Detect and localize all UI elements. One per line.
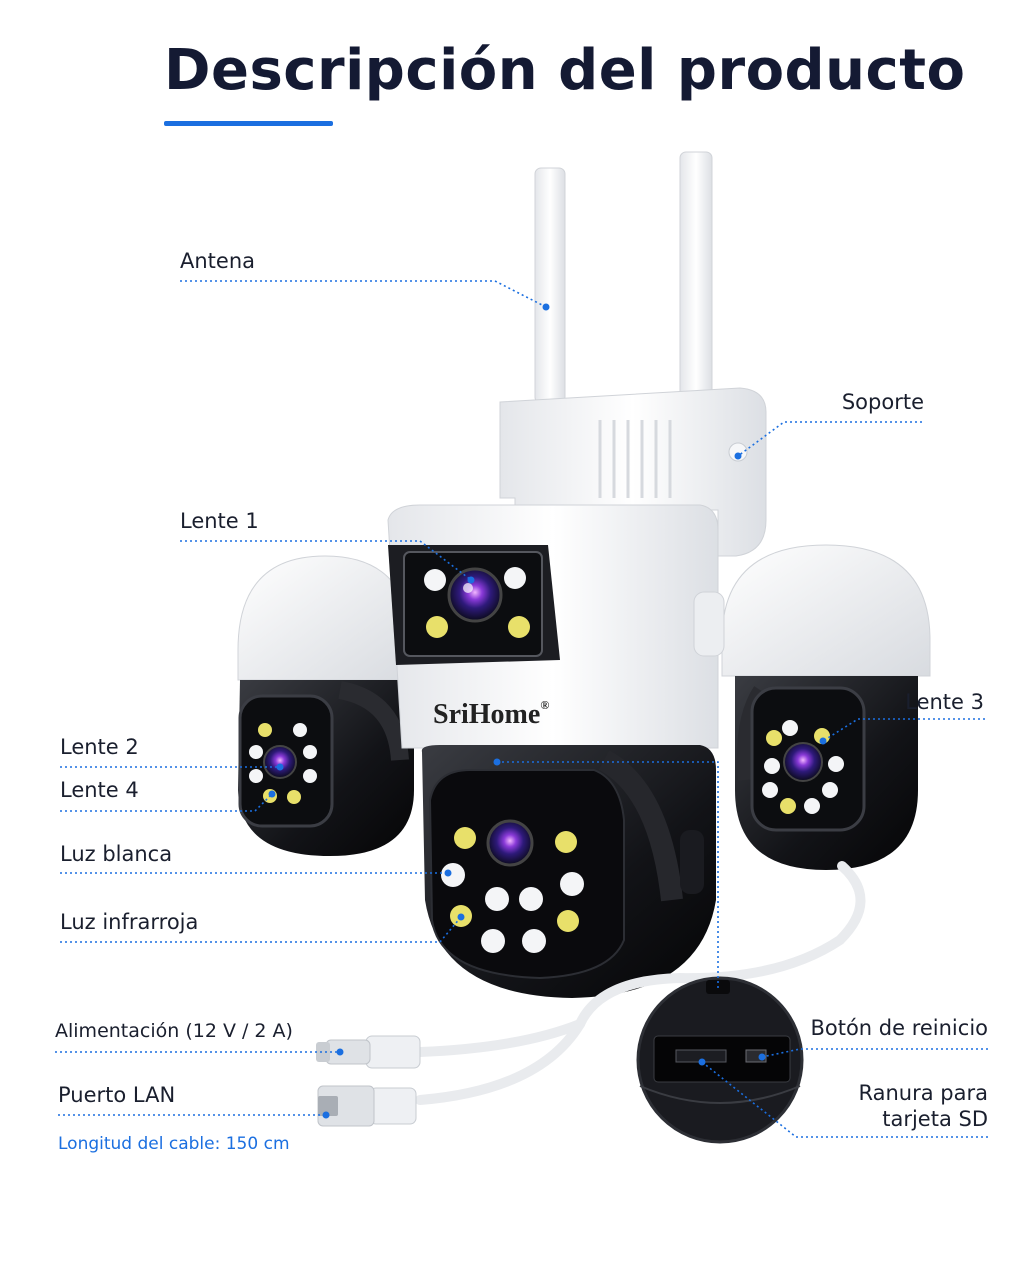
cables bbox=[415, 861, 866, 1105]
label-sd-line2: tarjeta SD bbox=[882, 1107, 988, 1131]
lens-1-leds bbox=[424, 567, 530, 638]
label-lens-1: Lente 1 bbox=[180, 509, 259, 533]
leader-lan bbox=[58, 1111, 330, 1119]
label-lan: Puerto LAN bbox=[58, 1083, 176, 1107]
label-power: Alimentación (12 V / 2 A) bbox=[55, 1020, 293, 1042]
power-connector bbox=[316, 1035, 421, 1069]
page-title: Descripción del producto bbox=[164, 38, 966, 103]
leader-lens-3 bbox=[819, 718, 985, 745]
lens-2 bbox=[263, 745, 297, 779]
label-antenna: Antena bbox=[180, 249, 256, 273]
leader-sd bbox=[698, 1058, 988, 1138]
leader-reset bbox=[758, 1048, 988, 1061]
label-bracket: Soporte bbox=[841, 390, 924, 414]
right-camera bbox=[721, 544, 931, 870]
leader-antenna bbox=[180, 280, 550, 311]
label-lens-4: Lente 4 bbox=[60, 778, 139, 802]
leader-inset bbox=[493, 758, 719, 988]
leader-bracket bbox=[734, 421, 922, 460]
label-reset: Botón de reinicio bbox=[810, 1016, 988, 1040]
label-white-light: Luz blanca bbox=[60, 842, 173, 866]
title-underline bbox=[164, 121, 333, 126]
cable-length-note: Longitud del cable: 150 cm bbox=[58, 1134, 290, 1154]
inset-closeup bbox=[636, 976, 804, 1144]
lan-connector bbox=[317, 1085, 417, 1127]
lens-3-leds bbox=[762, 720, 844, 814]
main-infrared-leds bbox=[450, 827, 579, 932]
main-camera-head bbox=[421, 745, 716, 998]
leader-lens-2 bbox=[60, 763, 284, 771]
lens-3 bbox=[783, 742, 823, 782]
leader-infrared-light bbox=[60, 913, 465, 943]
lens-2-leds bbox=[249, 723, 317, 804]
leader-white-light bbox=[60, 869, 452, 877]
label-sd-line1: Ranura para bbox=[858, 1081, 989, 1105]
leader-power bbox=[55, 1048, 344, 1056]
leader-lens-4 bbox=[60, 790, 276, 812]
left-camera bbox=[237, 555, 414, 856]
label-lens-2: Lente 2 bbox=[60, 735, 139, 759]
brand-logo: SriHome® bbox=[433, 698, 549, 730]
label-infrared-light: Luz infrarroja bbox=[60, 910, 199, 934]
lens-1 bbox=[447, 567, 503, 623]
lens-main bbox=[486, 819, 534, 867]
label-lens-3: Lente 3 bbox=[905, 690, 984, 714]
leader-lens-1 bbox=[180, 540, 475, 584]
main-white-leds bbox=[441, 863, 584, 953]
antenna-left bbox=[534, 167, 566, 404]
mount-bracket bbox=[499, 387, 767, 557]
